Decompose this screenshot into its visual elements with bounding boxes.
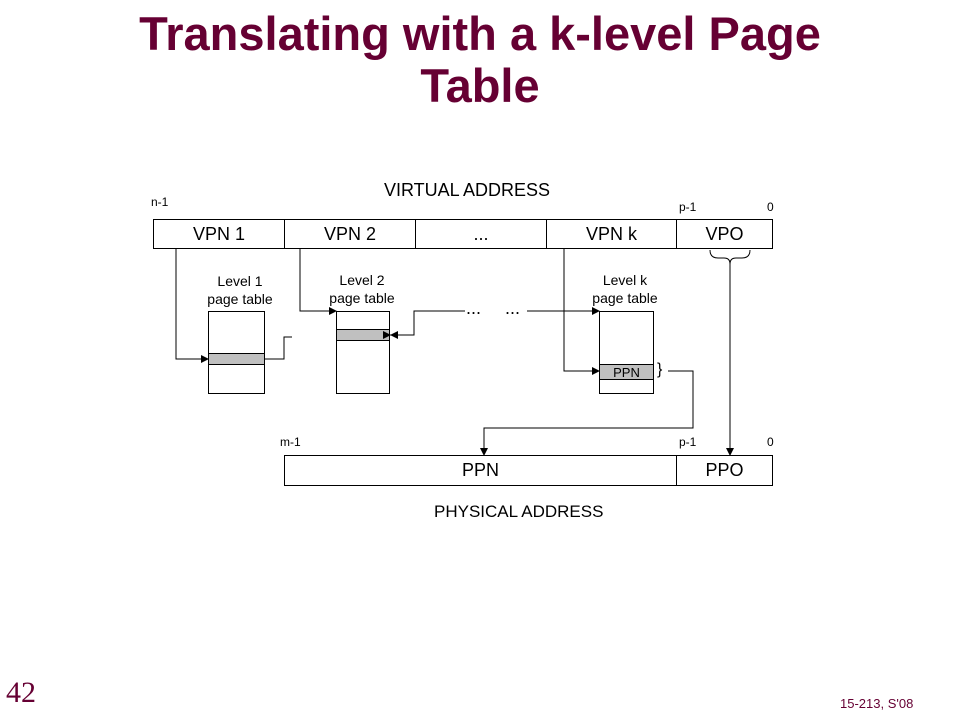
footer-course-label: 15-213, S'08: [840, 696, 914, 711]
n-minus-1-label: n-1: [151, 195, 169, 209]
level1-page-table: [208, 311, 265, 394]
virtual-address-heading: VIRTUAL ADDRESS: [384, 180, 551, 200]
physical-zero-label: 0: [767, 435, 774, 449]
vpn1-arrow: [175, 249, 209, 363]
level2-to-next-arrow: [390, 310, 465, 336]
level2-entry-arrowhead: [390, 331, 398, 339]
slide-number: 42: [6, 676, 36, 709]
ppo-field: PPO: [676, 455, 773, 486]
level2-label: Level 2 page table: [329, 272, 395, 306]
ppn-field: PPN: [284, 455, 677, 486]
levelk-page-table: PPN: [599, 311, 654, 394]
physical-p-minus-1-label: p-1: [679, 435, 697, 449]
ellipsis-1: ...: [466, 298, 482, 318]
level2-entry: [337, 329, 389, 341]
level1-to-level2-arrow: [265, 336, 292, 360]
vpo-field: VPO: [676, 219, 773, 249]
ellipsis-2: ...: [505, 298, 521, 318]
title-line-1: Translating with a k-level Page: [139, 7, 821, 60]
physical-address-heading: PHYSICAL ADDRESS: [434, 502, 604, 521]
level2-page-table: [336, 311, 390, 394]
vpn2-arrow: [299, 249, 337, 315]
m-minus-1-label: m-1: [280, 435, 301, 449]
vpnk-arrow: [563, 249, 600, 375]
level1-entry: [209, 353, 264, 365]
level1-label: Level 1 page table: [207, 273, 273, 307]
levelk-label: Level k page table: [592, 272, 658, 306]
ppn-entry: PPN: [600, 364, 653, 380]
ppn-brace: }: [657, 361, 663, 378]
slide-title: Translating with a k-level Page Table: [0, 8, 960, 112]
vpnk-field: VPN k: [546, 219, 677, 249]
ellipsis-field: ...: [415, 219, 547, 249]
title-line-2: Table: [420, 59, 540, 112]
vpn1-field: VPN 1: [153, 219, 285, 249]
vpn2-field: VPN 2: [284, 219, 416, 249]
virtual-p-minus-1-label: p-1: [679, 200, 697, 214]
ppn-to-physical-arrow: [480, 370, 694, 456]
virtual-zero-label: 0: [767, 200, 774, 214]
